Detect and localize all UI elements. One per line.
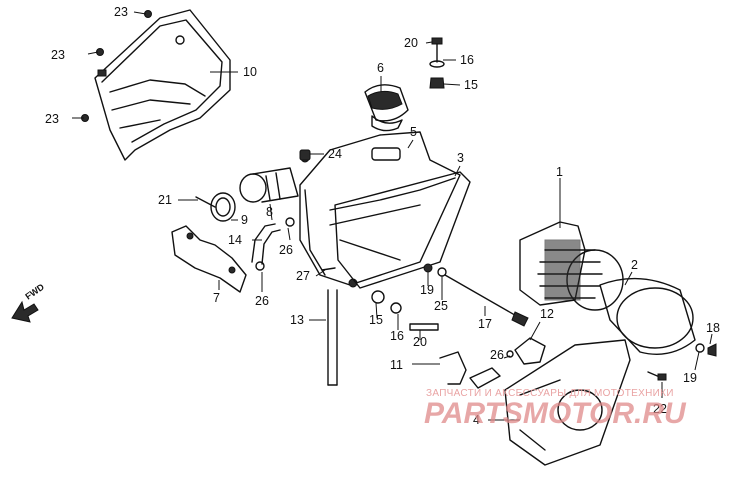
fwd-direction-marker: FWD xyxy=(11,281,46,323)
intake-boot-part-6 xyxy=(364,84,409,132)
elbow-part-11 xyxy=(439,351,501,389)
hose-part-14 xyxy=(251,223,281,265)
callout-1: 1 xyxy=(556,165,563,179)
callout-14: 14 xyxy=(228,233,242,247)
callout-15: 15 xyxy=(369,313,383,327)
callout-19: 19 xyxy=(683,371,697,385)
callout-3: 3 xyxy=(457,151,464,165)
callout-16: 16 xyxy=(390,329,404,343)
air-cleaner-cover-part-4 xyxy=(504,339,631,466)
callout-24: 24 xyxy=(328,147,342,161)
callout-7: 7 xyxy=(213,291,220,305)
drain-tube-part-13 xyxy=(327,289,338,386)
bracket-part-7 xyxy=(171,225,247,293)
callout-17: 17 xyxy=(478,317,492,331)
callout-26: 26 xyxy=(255,294,269,308)
watermark: ЗАПЧАСТИ И АКСЕССУАРЫ ДЛЯ МОТОТЕХНИКИ PA… xyxy=(424,388,687,430)
callout-23: 23 xyxy=(51,48,65,62)
leader-lines xyxy=(72,11,713,421)
callout-19: 19 xyxy=(420,283,434,297)
callout-15: 15 xyxy=(464,78,478,92)
filter-cover-part-2 xyxy=(599,277,696,355)
callout-20: 20 xyxy=(413,335,427,349)
callout-22: 22 xyxy=(653,402,667,416)
fwd-label: FWD xyxy=(23,281,46,301)
bolt-stack-top xyxy=(429,37,445,89)
callout-labels: 23 23 23 10 6 20 16 15 5 3 24 21 9 8 14 … xyxy=(45,5,720,427)
callout-13: 13 xyxy=(290,313,304,327)
callout-12: 12 xyxy=(540,307,554,321)
callout-11: 11 xyxy=(390,358,403,372)
filter-element-part-1 xyxy=(519,221,624,311)
callout-9: 9 xyxy=(241,213,248,227)
callout-4: 4 xyxy=(473,413,480,427)
callout-26: 26 xyxy=(490,348,504,362)
callout-16: 16 xyxy=(460,53,474,67)
callout-18: 18 xyxy=(706,321,720,335)
gasket-part-3 xyxy=(334,171,471,289)
side-cover-part-10 xyxy=(94,9,231,161)
callout-2: 2 xyxy=(631,258,638,272)
callout-8: 8 xyxy=(266,205,273,219)
fitting-part-12 xyxy=(514,337,546,365)
callout-27: 27 xyxy=(296,269,310,283)
callout-20: 20 xyxy=(404,36,418,50)
callout-23: 23 xyxy=(45,112,59,126)
long-bolt-part-17 xyxy=(444,274,529,327)
callout-5: 5 xyxy=(410,125,417,139)
connecting-tube-part-8 xyxy=(239,167,299,203)
callout-23: 23 xyxy=(114,5,128,19)
clamp-part-9 xyxy=(210,192,236,222)
callout-10: 10 xyxy=(243,65,257,79)
callout-26: 26 xyxy=(279,243,293,257)
watermark-tagline: ЗАПЧАСТИ И АКСЕССУАРЫ ДЛЯ МОТОТЕХНИКИ xyxy=(426,388,674,399)
callout-25: 25 xyxy=(434,299,448,313)
callout-6: 6 xyxy=(377,61,384,75)
callout-21: 21 xyxy=(158,193,172,207)
watermark-logo: PARTSMOTOR.RU xyxy=(424,397,687,430)
